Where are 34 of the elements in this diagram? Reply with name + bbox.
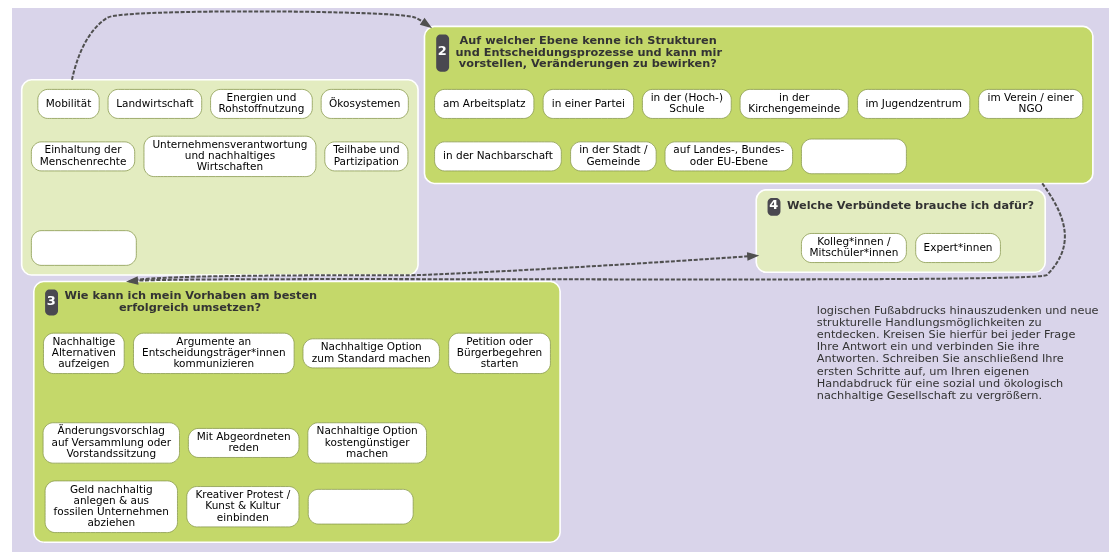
node-box: Nachhaltige Alternativen aufzeigen xyxy=(42,332,125,374)
node-box xyxy=(800,138,907,175)
label: logischen Fußabdrucks hinauszudenken und neue strukturelle Handlungsmöglichkeiten zu entdecken. Kreisen Sie hierfür bei jeder Frage Ihre Antwort ein und verbinden Sie ihre Antworten. Schreiben Sie anschließend Ihre ersten Schritte auf, um Ihren eigenen Handabdruck für eine sozial und ökologisch nachhaltige Gesellschaft zu vergrößern. xyxy=(816,303,1099,402)
node-box: Expert*innen xyxy=(914,233,1001,263)
node-box: Kolleg*innen / Mitschüler*innen xyxy=(800,233,907,263)
node-box: in der Nachbarschaft xyxy=(433,141,562,172)
arrow xyxy=(70,10,432,80)
node-box: im Jugendzentrum xyxy=(856,89,970,119)
node-box: Einhaltung der Menschenrechte xyxy=(30,141,135,172)
node-box: Geld nachhaltig anlegen & aus fossilen Unternehmen abziehen xyxy=(44,480,178,533)
node-box: Mit Abgeordneten reden xyxy=(187,428,299,458)
node-box xyxy=(30,230,137,266)
node-box: auf Landes-, Bundes- oder EU-Ebene xyxy=(664,141,793,172)
node-box xyxy=(307,488,414,525)
node-box: in der (Hoch-) Schule xyxy=(641,89,732,119)
cluster xyxy=(20,78,419,276)
node-box: Energien und Rohstoffnutzung xyxy=(209,89,313,119)
node-box: Teilhabe und Partizipation xyxy=(323,141,408,172)
node-box: Nachhaltige Option zum Standard machen xyxy=(302,338,440,369)
node-box: Argumente an Entscheidungsträger*innen kommunizieren xyxy=(132,332,295,374)
node-box: in der Stadt / Gemeinde xyxy=(569,141,657,172)
arrow xyxy=(128,252,759,283)
node-box: im Verein / einer NGO xyxy=(977,89,1083,119)
node-box: am Arbeitsplatz xyxy=(433,89,534,119)
node-box: in einer Partei xyxy=(542,89,634,119)
node-box: Petition oder Bürgerbegehren starten xyxy=(447,332,551,374)
node-box: Ökosystemen xyxy=(320,89,409,119)
node-box: Nachhaltige Option kostengünstiger machen xyxy=(306,422,427,464)
node-box: in der Kirchengemeinde xyxy=(739,89,849,119)
node-box: Mobilität xyxy=(36,89,100,119)
node-box: Änderungsvorschlag auf Versammlung oder Vorstandssitzung xyxy=(42,422,180,464)
node-box: Kreativer Protest / Kunst & Kultur einbinden xyxy=(185,486,299,528)
node-box: Unternehmensverantwortung und nachhaltiges Wirtschaften xyxy=(143,135,316,177)
node-box: Landwirtschaft xyxy=(107,89,202,119)
